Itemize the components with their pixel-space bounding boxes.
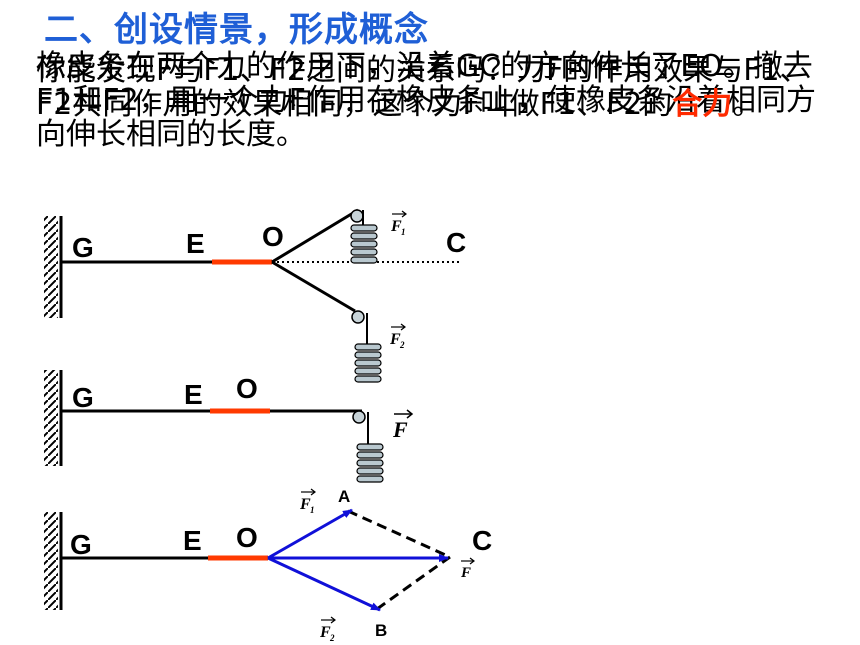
front-lead: 你能发现F与F1、F2之间的关系吗？力F的作用效果与F1、F2共同作用的效果相同… [36,53,810,122]
page-title: 二、创设情景，形成概念 [44,10,429,50]
vector-f2-subscript: 2 [399,340,405,350]
vector-f2-letter: F [319,624,331,641]
weight-stack-icon [354,343,382,383]
wall-hatch [44,512,58,610]
weight-stack-icon [356,443,384,483]
front-tail: 。 [732,87,763,122]
vector-f1-letter: F [299,496,311,513]
pulley-icon [350,209,364,223]
pulley-icon [351,310,365,324]
rope-f2 [271,260,356,313]
wall-hatch [44,370,58,466]
label-g: G [72,382,94,413]
parallelogram-edge [376,555,451,611]
rope-f1 [271,208,359,264]
label-g: G [70,529,92,560]
vector-label-f2: F 2 [389,323,406,350]
vector-label-f2: F 2 [319,616,336,643]
label-c: C [446,227,466,258]
label-a: A [338,487,350,506]
front-paragraph: 你能发现F与F1、F2之间的关系吗？力F的作用效果与F1、F2共同作用的效果相同… [36,54,826,122]
vector-arrow-f2 [267,556,381,612]
front-paragraph-text: 你能发现F与F1、F2之间的关系吗？力F的作用效果与F1、F2共同作用的效果相同… [36,54,826,122]
resultant-force-term: 合力 [672,87,733,122]
figure-two-forces: G E O C F 1 F 2 [44,208,466,383]
back-paragraph: 橡皮条在两个力的作用下，沿着GC的方向伸长了EO。撤去F1和F2，用一个力F作用… [36,50,826,152]
vector-label-f1: F 1 [299,488,316,515]
label-g: G [72,232,94,263]
vector-f-letter: F [460,565,471,581]
figure-single-force: G E O F [44,370,414,483]
vector-label-f: F [392,409,414,442]
back-paragraph-text: 橡皮条在两个力的作用下，沿着GC的方向伸长了EO。撤去F1和F2，用一个力F作用… [36,49,816,152]
label-e: E [184,379,203,410]
label-o: O [262,221,284,252]
figure-parallelogram: G E O C A B F 1 F 2 F [44,487,492,643]
vector-arrow-f1 [267,508,353,560]
vector-f1-subscript: 1 [401,227,406,237]
vector-f2-subscript: 2 [329,633,335,643]
vector-f-letter: F [392,417,408,442]
vector-f1-letter: F [390,218,402,235]
pulley-icon [352,410,366,424]
label-e: E [183,525,202,556]
weight-stack-icon [350,224,378,264]
label-o: O [236,373,258,404]
label-c: C [472,525,492,556]
parallelogram-edge [347,509,451,559]
vector-label-f: F [460,557,475,581]
vector-label-f1: F 1 [390,210,407,237]
label-e: E [186,228,205,259]
vector-f2-letter: F [389,331,401,348]
vector-f1-subscript: 1 [310,505,315,515]
label-o: O [236,522,258,553]
wall-hatch [44,216,58,318]
label-b: B [375,621,387,640]
